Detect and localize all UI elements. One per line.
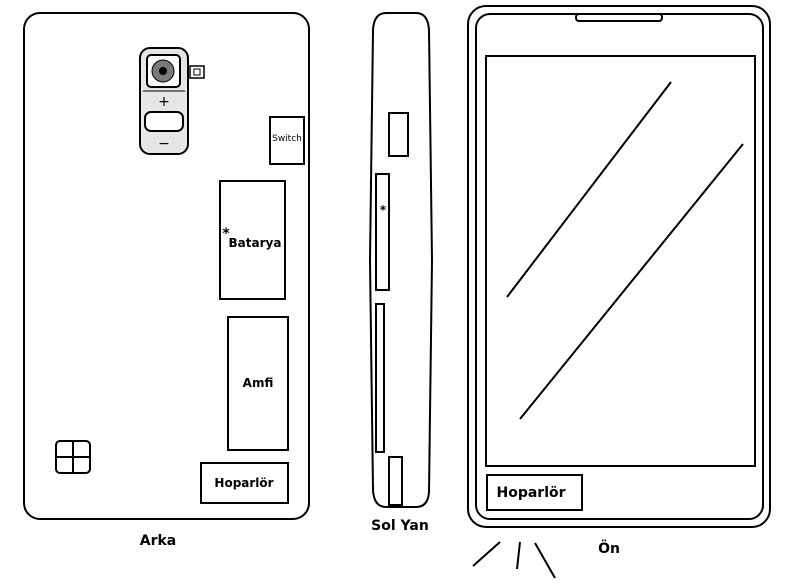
back-view: + − Switch * Batarya Amfi Hoparlör Arka — [23, 12, 310, 549]
windows-logo-icon — [55, 440, 91, 474]
side-slot — [375, 173, 390, 291]
front-view-title: Ön — [598, 539, 620, 557]
flash-icon — [189, 65, 205, 79]
front-speaker-box — [486, 474, 583, 511]
volume-minus-label: − — [158, 136, 170, 152]
power-key — [144, 111, 184, 132]
screen — [485, 55, 756, 467]
side-button-bottom — [388, 456, 403, 506]
amp-label: Amfi — [243, 376, 274, 390]
screen-glare-line-2 — [519, 143, 744, 420]
battery-marker: * — [222, 226, 230, 242]
battery-label: Batarya — [229, 236, 282, 250]
side-view-title: Sol Yan — [371, 518, 429, 534]
side-view: * Sol Yan — [368, 12, 434, 534]
side-button-top — [388, 112, 409, 157]
amp-box — [227, 316, 289, 451]
switch-box — [269, 116, 305, 165]
back-speaker-label: Hoparlör — [214, 476, 273, 490]
camera-module: + − — [139, 47, 205, 155]
flash-inner — [193, 68, 201, 76]
front-phone-body-inner — [475, 13, 764, 520]
side-slot-marker: * — [380, 203, 387, 217]
switch-label: Switch — [272, 134, 302, 144]
earpiece-icon — [575, 13, 663, 22]
camera-lens-center — [159, 67, 167, 75]
back-view-title: Arka — [140, 533, 177, 549]
back-speaker-box — [200, 462, 289, 504]
battery-box — [219, 180, 286, 300]
front-phone-body-outer — [467, 5, 771, 528]
sound-waves-icon — [472, 541, 556, 579]
screen-glare-line-1 — [506, 81, 672, 298]
front-speaker-label: Hoparlör — [496, 485, 565, 501]
back-phone-body — [23, 12, 310, 520]
front-view: Hoparlör Ön — [467, 5, 771, 579]
volume-plus-label: + — [158, 94, 170, 110]
side-phone-body — [368, 12, 434, 508]
side-long-slot — [375, 303, 385, 453]
